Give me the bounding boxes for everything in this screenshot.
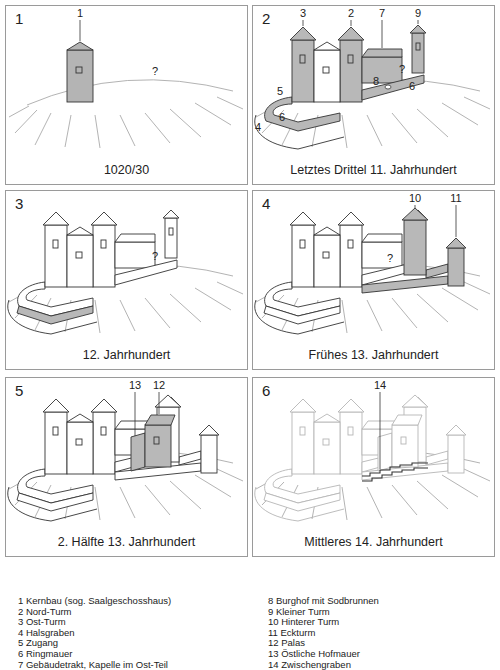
core-building — [314, 227, 340, 287]
leader-line — [135, 392, 136, 436]
leader-line — [380, 392, 381, 469]
panel-art — [8, 210, 243, 334]
core-building — [314, 414, 340, 474]
panel-art — [255, 20, 490, 149]
panel-art — [255, 205, 490, 334]
stage-panel: 4Frühes 13. Jahrhundert — [252, 190, 495, 370]
legend-entry: 3 Ost-Turm — [18, 616, 66, 627]
panel-caption: Frühes 13. Jahrhundert — [257, 348, 490, 362]
leader-line — [456, 205, 457, 237]
legend-entry: 4 Halsgraben — [18, 627, 75, 638]
callout-number: 8 — [373, 75, 379, 87]
panel-caption: Letztes Drittel 11. Jahrhundert — [257, 163, 490, 177]
wall-extension — [17, 306, 93, 324]
callout-number: 10 — [409, 192, 421, 204]
legend-entry: 2 Nord-Turm — [18, 606, 72, 617]
callout-number: 6 — [279, 111, 285, 123]
unknown-mark: ? — [152, 250, 158, 262]
wall-extension — [264, 306, 340, 324]
castle-core — [255, 210, 426, 334]
panel-caption: Mittleres 14. Jahrhundert — [257, 535, 490, 549]
core-building — [67, 42, 93, 102]
legend-entry: 1 Kernbau (sog. Saalgeschosshaus) — [18, 595, 171, 606]
hill-fan — [9, 80, 243, 148]
panel-art — [255, 392, 490, 521]
legend-entry: 8 Burghof mit Sodbrunnen — [268, 595, 379, 606]
callout-number: 4 — [255, 121, 261, 133]
panel-number: 3 — [15, 196, 23, 212]
callout-number: 7 — [379, 7, 385, 19]
callout-number: 11 — [450, 192, 461, 204]
leader-line — [415, 205, 416, 208]
panel-caption: 1020/30 — [10, 163, 243, 177]
callout-number: 2 — [348, 7, 354, 19]
legend-entry: 9 Kleiner Turm — [268, 606, 330, 617]
panel-art — [9, 20, 243, 148]
legend-entry: 11 Eckturm — [268, 627, 315, 638]
stage-panel: 5 2. Hälfte 13. Jahrhundert — [5, 377, 248, 557]
unknown-mark: ? — [399, 63, 405, 75]
panel-art — [8, 392, 243, 521]
panel-number: 1 — [15, 11, 23, 27]
stage-panel: 3 12. Jahrhundert — [5, 190, 248, 370]
leader-line — [303, 20, 304, 26]
later-towers — [115, 395, 219, 480]
core-building — [67, 414, 93, 474]
palas-group — [131, 415, 175, 471]
later-towers — [362, 395, 466, 480]
callout-number: 9 — [415, 7, 421, 19]
legend-entry: 10 Hinterer Turm — [268, 616, 339, 627]
wall-extension — [264, 493, 340, 511]
core-building — [67, 227, 93, 287]
panel-number: 4 — [262, 196, 270, 212]
ditch-steps — [362, 468, 428, 481]
callout-number: 12 — [153, 379, 165, 391]
legend-entry: 14 Zwischengraben — [268, 659, 351, 670]
panel-number: 6 — [262, 383, 270, 399]
panel-number: 2 — [262, 11, 270, 27]
later-towers — [362, 208, 466, 293]
callout-number: 1 — [77, 7, 83, 19]
leader-line — [80, 20, 81, 41]
callout-number: 13 — [129, 379, 141, 391]
leader-line — [351, 20, 352, 26]
panel-number: 5 — [15, 383, 23, 399]
leader-line — [418, 20, 419, 24]
stage-panel: 1 1020/30 — [5, 5, 248, 185]
legend-entry: 6 Ringmauer — [18, 648, 72, 659]
legend-entry: 5 Zugang — [18, 637, 58, 648]
leader-line — [159, 392, 160, 414]
stage-panel: 6Mittleres 14. Jahrhundert — [252, 377, 495, 557]
callout-number: 5 — [277, 85, 283, 97]
castle-core — [8, 210, 179, 334]
stage-panel: 2Letztes Drittel 11. Jahrhundert — [252, 5, 495, 185]
core-building — [314, 42, 340, 102]
legend-entry: 7 Gebäudetrakt, Kapelle im Ost-Teil — [18, 659, 168, 670]
castle-core — [255, 25, 426, 149]
leader-line — [382, 20, 383, 48]
castle-core — [255, 397, 426, 521]
panel-caption: 2. Hälfte 13. Jahrhundert — [10, 535, 243, 549]
panel-caption: 12. Jahrhundert — [10, 348, 243, 362]
wall-extension — [17, 493, 93, 511]
unknown-mark: ? — [152, 65, 158, 77]
unknown-mark: ? — [387, 252, 393, 264]
castle-core — [8, 397, 179, 521]
callout-number: 6 — [409, 80, 415, 92]
legend-entry: 13 Östliche Hofmauer — [268, 648, 360, 659]
legend-entry: 12 Palas — [268, 637, 305, 648]
callout-number: 3 — [300, 7, 306, 19]
well-symbol — [385, 85, 391, 89]
ditch-steps — [362, 463, 428, 476]
callout-number: 14 — [374, 379, 386, 391]
